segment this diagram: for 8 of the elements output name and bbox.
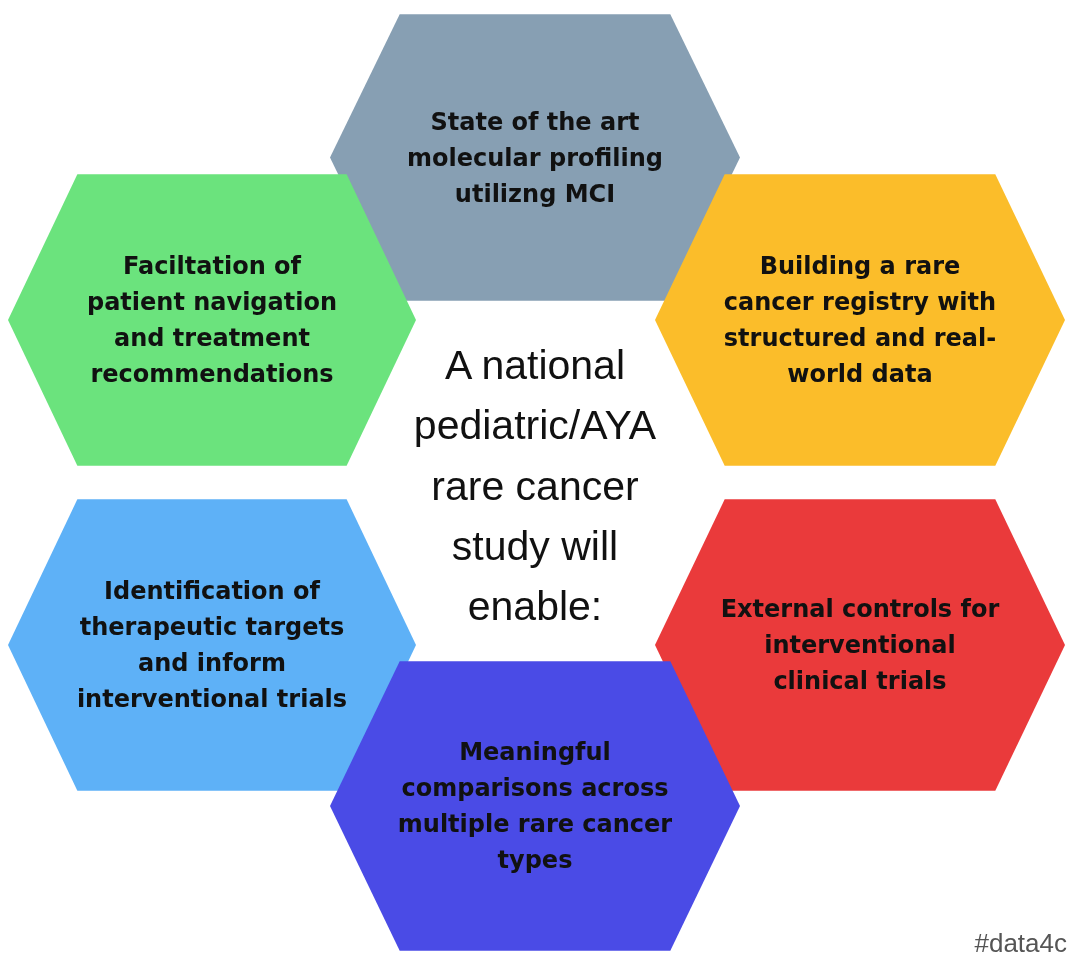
hexagon-text: Faciltation of patient navigation and treatment recommendations <box>85 251 339 390</box>
hexagon-text: Identification of therapeutic targets and inform interventional trials <box>75 576 349 715</box>
hexagon-text: State of the art molecular profiling utilizng MCI <box>406 106 664 210</box>
hashtag-text: #data4c <box>974 928 1067 959</box>
hexagon-text: Meaningful comparisons across multiple rare cancer types <box>396 737 674 876</box>
hexagon-text: Building a rare cancer registry with structured and real-world data <box>722 251 998 390</box>
hexagon-text: External controls for interventional clinical trials <box>720 594 1000 697</box>
center-statement: A national pediatric/AYA rare cancer study will enable: <box>412 341 658 632</box>
